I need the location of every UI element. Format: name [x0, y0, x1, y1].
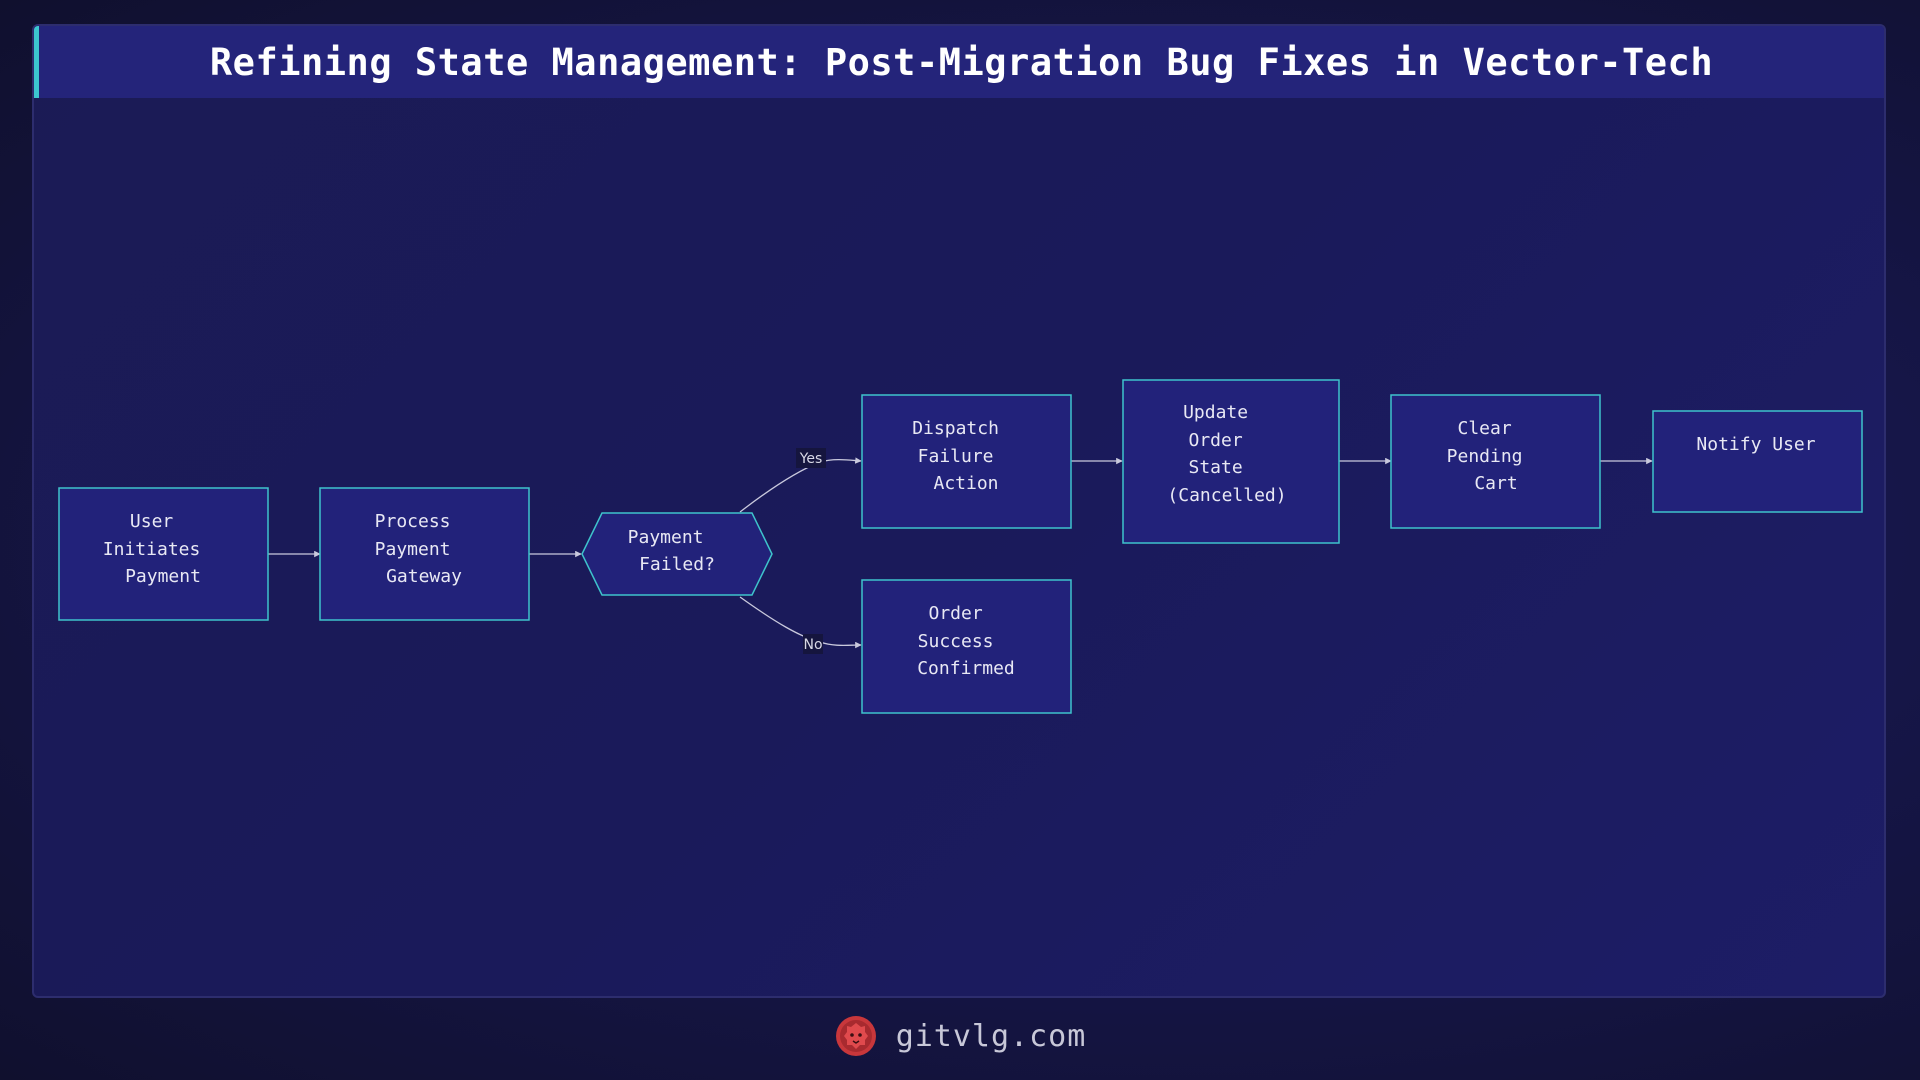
node-label-line: Payment	[628, 527, 704, 548]
edge-label-no: No	[803, 634, 823, 654]
node-label-line: Dispatch	[912, 418, 999, 439]
node-process-payment-gateway[interactable]: Process Payment Gateway	[319, 487, 530, 621]
node-label-line: Failed?	[639, 554, 715, 575]
node-label-line: Confirmed	[917, 658, 1015, 679]
lion-head-icon	[835, 1016, 876, 1056]
node-label-line: Order	[1188, 430, 1242, 451]
node-label-line: (Cancelled)	[1167, 485, 1286, 506]
node-label-line: Process	[375, 511, 451, 532]
node-label-line: Pending	[1447, 446, 1523, 467]
node-label-line: Action	[933, 473, 998, 494]
footer: gitvlg.com	[0, 1008, 1920, 1064]
node-label-line: State	[1188, 457, 1242, 478]
node-user-initiates-payment[interactable]: User Initiates Payment	[58, 487, 269, 621]
node-label-line: Failure	[918, 446, 994, 467]
page-title: Refining State Management: Post-Migratio…	[209, 40, 1714, 84]
edge-label-yes: Yes	[796, 448, 826, 468]
node-label-line: User	[130, 511, 174, 532]
node-label-line: Initiates	[103, 539, 201, 560]
svg-text:Order Success Conf: Order Success Confirmed	[917, 603, 1015, 679]
node-notify-user[interactable]: Notify User	[1652, 410, 1863, 513]
node-order-success-confirmed[interactable]: Order Success Confirmed	[861, 579, 1072, 714]
node-label-line: Order	[928, 603, 982, 624]
node-label-line: Gateway	[386, 566, 462, 587]
title-bar: Refining State Management: Post-Migratio…	[34, 26, 1884, 98]
svg-text:User Initiates Pay: User Initiates Payment	[103, 511, 211, 587]
edge-label-no-text: No	[803, 637, 822, 653]
svg-text:Dispatch Failure A: Dispatch Failure Action	[912, 418, 1010, 494]
node-label-line: Clear	[1457, 418, 1511, 439]
edge-label-yes-text: Yes	[799, 451, 823, 467]
node-label-line: Success	[918, 631, 994, 652]
node-label-line: Update	[1183, 402, 1248, 423]
svg-text:Clear Pending Cart: Clear Pending Cart	[1447, 418, 1534, 494]
node-label-line: Payment	[125, 566, 201, 587]
svg-text:Process Payment Ga: Process Payment Gateway	[375, 511, 462, 587]
node-clear-pending-cart[interactable]: Clear Pending Cart	[1390, 394, 1601, 529]
edge-decision-no	[739, 596, 862, 649]
svg-text:Update Order State: Update Order State (Cancelled)	[1167, 402, 1286, 506]
footer-site-link[interactable]: gitvlg.com	[895, 1018, 1087, 1054]
node-update-order-state[interactable]: Update Order State (Cancelled)	[1122, 379, 1340, 544]
svg-text:Notify User: Notify User	[1696, 434, 1815, 455]
node-label-line: Cart	[1474, 473, 1517, 494]
node-dispatch-failure-action[interactable]: Dispatch Failure Action	[861, 394, 1072, 529]
node-label-line: Payment	[375, 539, 451, 560]
svg-text:Payment Failed?: Payment Failed?	[628, 527, 715, 575]
node-label-line: Notify User	[1696, 434, 1815, 455]
node-payment-failed-decision[interactable]: Payment Failed?	[581, 512, 773, 596]
